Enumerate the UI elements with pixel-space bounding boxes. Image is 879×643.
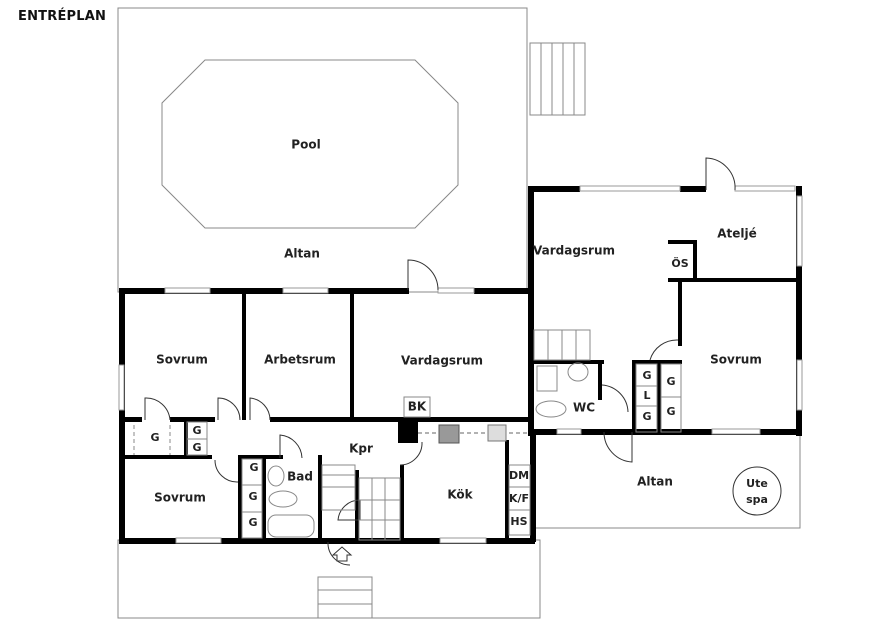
- kitchen-counter: [403, 396, 531, 536]
- closet-g: G: [192, 441, 201, 454]
- label-sovrum-1: Sovrum: [156, 353, 208, 367]
- label-dm: DM: [509, 469, 529, 482]
- label-hs: HS: [510, 515, 527, 528]
- steps-top-right: [529, 42, 586, 116]
- label-altan-top: Altan: [284, 247, 320, 261]
- label-wc: WC: [573, 401, 595, 415]
- windows: [118, 185, 803, 544]
- closet-g: G: [150, 431, 159, 444]
- label-os: ÖS: [671, 256, 688, 270]
- closet-g: G: [642, 410, 651, 423]
- closets: [133, 363, 682, 539]
- label-pool: Pool: [291, 138, 320, 152]
- steps-entrance: [317, 576, 373, 619]
- top-deck: [117, 7, 528, 293]
- doors: [144, 157, 736, 566]
- hot-tub: [732, 466, 782, 516]
- label-ute: Ute: [746, 477, 768, 490]
- label-spa: spa: [746, 493, 768, 506]
- label-bk: BK: [408, 400, 427, 414]
- label-arbetsrum: Arbetsrum: [264, 353, 336, 367]
- closet-g: G: [642, 369, 651, 382]
- closet-g: G: [666, 405, 675, 418]
- label-atelje: Ateljé: [717, 227, 757, 241]
- label-kf: K/F: [509, 492, 529, 505]
- pool: [161, 59, 459, 229]
- stairs: [321, 329, 591, 541]
- bathroom-fixtures: [267, 362, 589, 538]
- closet-g: G: [248, 516, 257, 529]
- plan-title: ENTRÉPLAN: [18, 9, 107, 24]
- bottom-deck: [117, 539, 541, 619]
- label-vardagsrum-1: Vardagsrum: [401, 354, 483, 368]
- closet-g: G: [192, 424, 201, 437]
- label-kok: Kök: [447, 488, 473, 502]
- closet-l: L: [643, 389, 650, 402]
- closet-g: G: [248, 490, 257, 503]
- label-altan-right: Altan: [637, 475, 673, 489]
- closet-g: G: [666, 375, 675, 388]
- label-bad: Bad: [287, 470, 313, 484]
- label-sovrum-3: Sovrum: [710, 353, 762, 367]
- label-sovrum-2: Sovrum: [154, 491, 206, 505]
- closet-g: G: [249, 461, 258, 474]
- label-vardagsrum-2: Vardagsrum: [533, 244, 615, 258]
- label-kpr: Kpr: [349, 442, 373, 456]
